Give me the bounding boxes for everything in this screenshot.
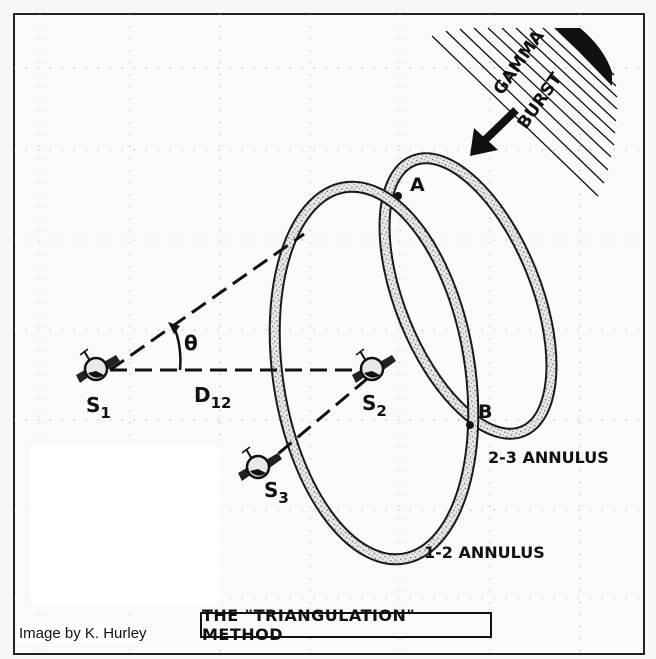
s1-label-subscript: 1 [100, 404, 110, 422]
annulus-2-3 [378, 152, 558, 440]
d12-label: D12 [194, 383, 231, 412]
s3-label-text: S [264, 478, 278, 502]
blank-patch [30, 445, 220, 605]
satellite-3-icon [238, 446, 282, 481]
theta-arrow-icon [168, 322, 180, 334]
satellite-2-icon [352, 348, 396, 383]
s3-label: S3 [264, 478, 289, 507]
annulus-1-2-label: 1-2 ANNULUS [424, 543, 545, 562]
s3-label-subscript: 3 [278, 489, 288, 507]
point-b-label: B [478, 401, 492, 423]
s2-label-subscript: 2 [376, 402, 386, 420]
point-a-label: A [410, 174, 425, 196]
d12-label-subscript: 12 [211, 394, 232, 412]
d12-label-text: D [194, 383, 211, 407]
dashed-lines [109, 232, 369, 466]
s2-label-text: S [362, 391, 376, 415]
burst-arrow-icon [470, 107, 519, 156]
s2-label: S2 [362, 391, 387, 420]
baseline-s2-s3-line [265, 376, 369, 466]
annulus-1-2 [268, 180, 480, 566]
figure-title: THE "TRIANGULATION" METHOD [200, 606, 492, 644]
annulus-2-3-label: 2-3 ANNULUS [488, 448, 609, 467]
cone-edge-line [109, 232, 305, 372]
satellite-1-icon [76, 348, 120, 383]
s1-label: S1 [86, 393, 111, 422]
burst-dark-corner [556, 28, 612, 86]
image-credit: Image by K. Hurley [16, 625, 150, 642]
point-b-marker [466, 421, 474, 429]
s1-label-text: S [86, 393, 100, 417]
point-a-marker [394, 192, 402, 200]
theta-label: θ [184, 331, 198, 355]
